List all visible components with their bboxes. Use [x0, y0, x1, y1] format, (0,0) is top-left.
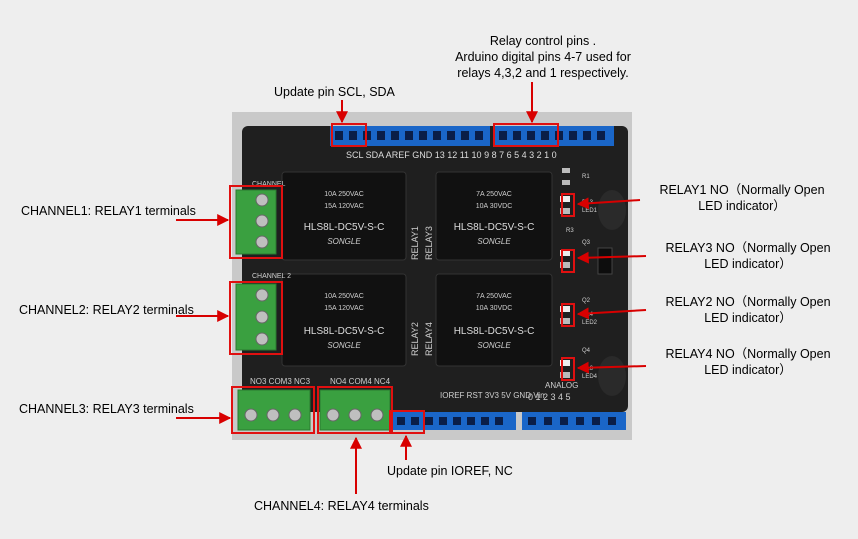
highlight-led2 — [561, 303, 575, 327]
led-silk-label: LED1 — [582, 208, 598, 214]
terminal-block-channel1 — [235, 189, 277, 255]
highlight-relay-control — [493, 123, 559, 147]
relay1-led-annotation: RELAY1 NO（Normally Open LED indicator） — [642, 182, 842, 214]
annotation-line: relays 4,3,2 and 1 respectively. — [457, 66, 629, 80]
highlight-led4 — [561, 357, 575, 381]
channel4-annotation: CHANNEL4: RELAY4 terminals — [254, 499, 429, 513]
relay-rating: 15A 120VAC — [324, 203, 364, 210]
led-silk-label: Q2 — [582, 298, 591, 304]
relay-model: HLS8L-DC5V-S-C — [454, 326, 535, 337]
relay-1: 10A 250VAC 15A 120VAC HLS8L-DC5V-S-C SON… — [281, 171, 407, 261]
channel1-annotation: CHANNEL1: RELAY1 terminals — [21, 204, 196, 218]
annotation-line: LED indicator） — [704, 257, 792, 271]
side-label: CHANNEL — [252, 181, 286, 188]
relay-rating: 10A 30VDC — [476, 305, 513, 312]
relay-brand: SONGLE — [327, 341, 361, 350]
arrow-relay3-led — [576, 251, 647, 264]
annotation-line: RELAY3 NO（Normally Open — [665, 241, 831, 255]
arrow-relay2-led — [576, 307, 647, 320]
update-scl-sda-annotation: Update pin SCL, SDA — [274, 85, 395, 99]
annotation-line: LED indicator） — [704, 311, 792, 325]
annotation-line: LED indicator） — [698, 199, 786, 213]
relay-rating: 7A 250VAC — [476, 293, 512, 300]
highlight-boxes — [229, 123, 575, 434]
arrow-relay1-led — [576, 197, 641, 210]
annotation-line: RELAY4 NO（Normally Open — [665, 347, 831, 361]
relay-rating: 10A 250VAC — [324, 293, 364, 300]
analog-label: ANALOG — [545, 381, 578, 390]
highlight-channel1 — [229, 185, 283, 259]
highlight-led3 — [561, 249, 575, 273]
highlight-ioref-nc — [389, 410, 425, 434]
relay3-led-annotation: RELAY3 NO（Normally Open LED indicator） — [648, 240, 848, 272]
highlight-scl-sda — [331, 123, 367, 147]
pcb — [242, 126, 628, 412]
bottom-header-labels: IOREF RST 3V3 5V GND Vin — [440, 391, 545, 400]
relay-rating: 10A 250VAC — [324, 191, 364, 198]
relay-3: 7A 250VAC 10A 30VDC HLS8L-DC5V-S-C SONGL… — [435, 171, 553, 261]
annotation-line: Arduino digital pins 4-7 used for — [455, 50, 631, 64]
relay-name-label: RELAY1 — [410, 226, 420, 260]
relay-rating: 7A 250VAC — [476, 191, 512, 198]
top-header-labels: SCL SDA AREF GND 13 12 11 10 9 8 7 6 5 4… — [346, 150, 557, 160]
annotation-line: Relay control pins . — [489, 34, 597, 48]
relay-brand: SONGLE — [477, 341, 511, 350]
relay2-led-annotation: RELAY2 NO（Normally Open LED indicator） — [648, 294, 848, 326]
annotation-arrows — [176, 82, 647, 494]
arrow-relay4-led — [576, 361, 647, 374]
relay-name-label: RELAY4 — [424, 322, 434, 356]
bottom-header-analog — [522, 412, 626, 430]
relay-brand: SONGLE — [327, 237, 361, 246]
channel3-annotation: CHANNEL3: RELAY3 terminals — [19, 402, 194, 416]
terminal-block-channel2 — [235, 283, 277, 351]
highlight-channel2 — [229, 281, 283, 355]
relay-4: 7A 250VAC 10A 30VDC HLS8L-DC5V-S-C SONGL… — [435, 273, 553, 367]
bottom-header-power — [392, 412, 516, 430]
relay-rating: 15A 120VAC — [324, 305, 364, 312]
led-silk-label: R3 — [566, 228, 574, 234]
led-silk-label: Q3 — [582, 240, 591, 246]
top-header-right — [494, 126, 614, 146]
relay-rating: 10A 30VDC — [476, 203, 513, 210]
relay-model: HLS8L-DC5V-S-C — [304, 222, 385, 233]
terminal-label: NO3 COM3 NC3 — [250, 377, 311, 386]
highlight-led1 — [561, 193, 575, 217]
terminal-block-channel4 — [319, 389, 391, 431]
led-silk-label: LED4 — [582, 374, 598, 380]
relay-control-annotation: Relay control pins . Arduino digital pin… — [438, 33, 648, 81]
annotation-line: LED indicator） — [704, 363, 792, 377]
terminal-label: NO4 COM4 NC4 — [330, 377, 391, 386]
relay-name-label: RELAY2 — [410, 322, 420, 356]
relay-brand: SONGLE — [477, 237, 511, 246]
analog-numbers: 0 1 2 3 4 5 — [528, 392, 571, 402]
highlight-channel3 — [231, 386, 315, 434]
led-silk-label: LED2 — [582, 320, 598, 326]
relay-model: HLS8L-DC5V-S-C — [304, 326, 385, 337]
relay-2: 10A 250VAC 15A 120VAC HLS8L-DC5V-S-C SON… — [281, 273, 407, 367]
led-silk-label: Q4 — [582, 348, 591, 354]
top-header-left — [330, 126, 490, 146]
terminal-block-channel3 — [237, 389, 311, 431]
update-ioref-nc-annotation: Update pin IOREF, NC — [387, 464, 513, 478]
channel2-annotation: CHANNEL2: RELAY2 terminals — [19, 303, 194, 317]
relay-model: HLS8L-DC5V-S-C — [454, 222, 535, 233]
annotation-line: RELAY1 NO（Normally Open — [659, 183, 825, 197]
relay-name-label: RELAY3 — [424, 226, 434, 260]
led-silk-label: R1 — [582, 174, 590, 180]
relay4-led-annotation: RELAY4 NO（Normally Open LED indicator） — [648, 346, 848, 378]
annotation-line: RELAY2 NO（Normally Open — [665, 295, 831, 309]
side-label: CHANNEL 2 — [252, 273, 291, 280]
